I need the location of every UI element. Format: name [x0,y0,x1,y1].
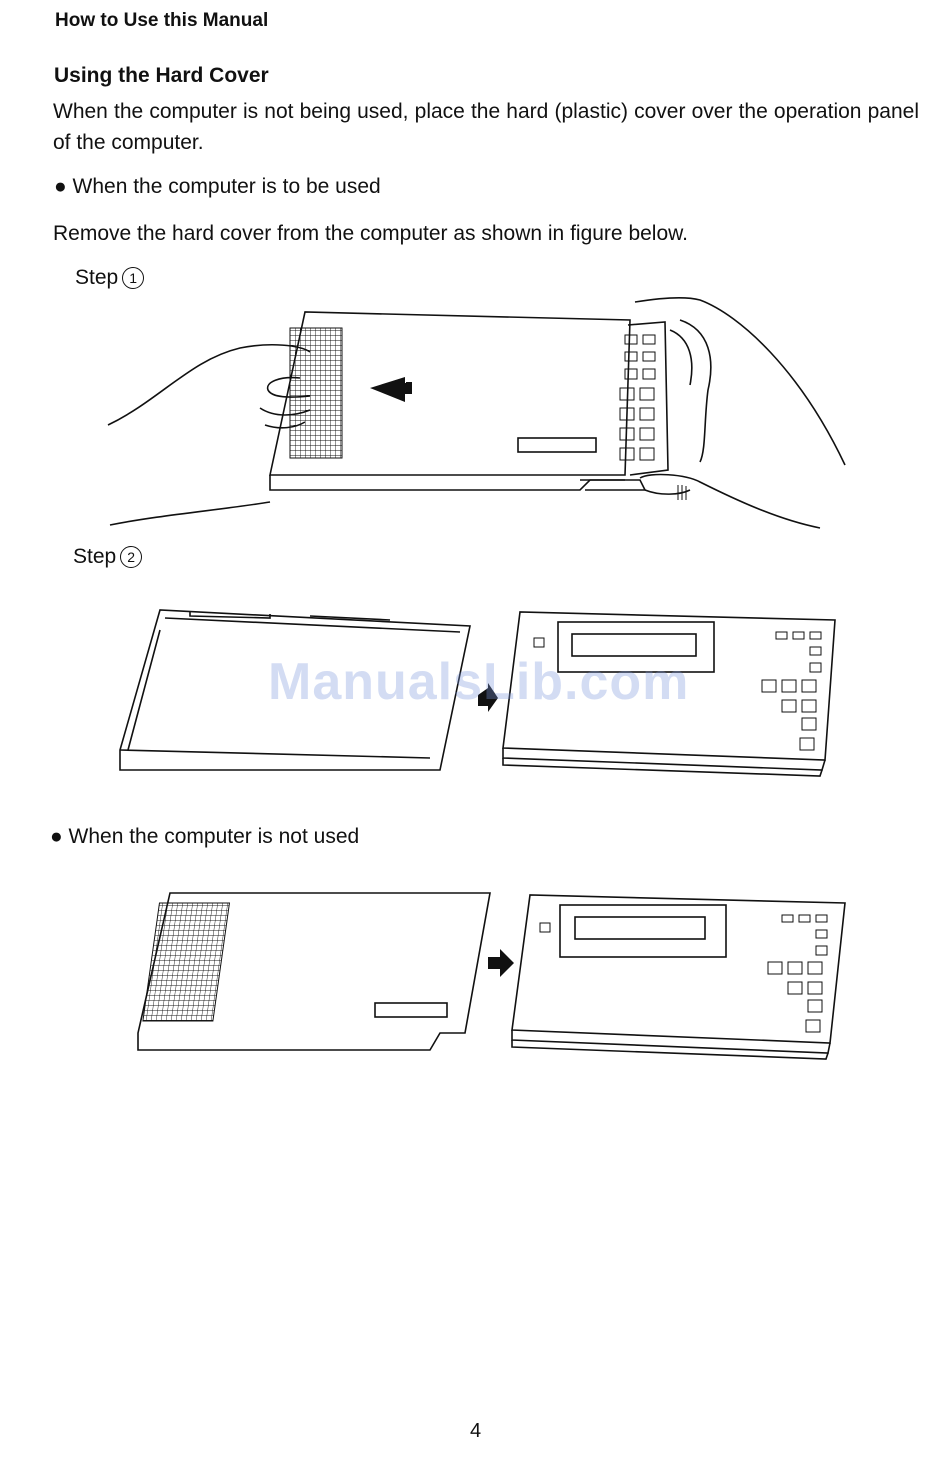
bullet-text: When the computer is to be used [72,175,381,198]
intro-paragraph: When the computer is not being used, pla… [53,100,919,154]
watermark: ManualsLib.com [268,653,690,711]
bullet-text: When the computer is not used [68,825,360,848]
bullet-icon: ● [54,175,67,198]
bullet-icon: ● [50,825,63,848]
cover-on-illustration [137,892,846,1060]
running-header: How to Use this Manual [55,10,269,31]
section-title: Using the Hard Cover [54,64,269,87]
keypad-icon [761,631,822,751]
step-1-illustration [107,297,846,529]
remove-instruction: Remove the hard cover from the computer … [53,222,688,245]
bullet-item-used: ● When the computer is to be used [54,175,381,199]
keypad-icon [767,914,828,1033]
keypad-icon [619,334,656,461]
page-number: 4 [470,1420,482,1442]
step-2-illustration [119,609,836,777]
step-1-number: 1 [122,267,145,290]
step-2-number: 2 [120,546,143,569]
bullet-item-not-used: ● When the computer is not used [50,825,359,849]
